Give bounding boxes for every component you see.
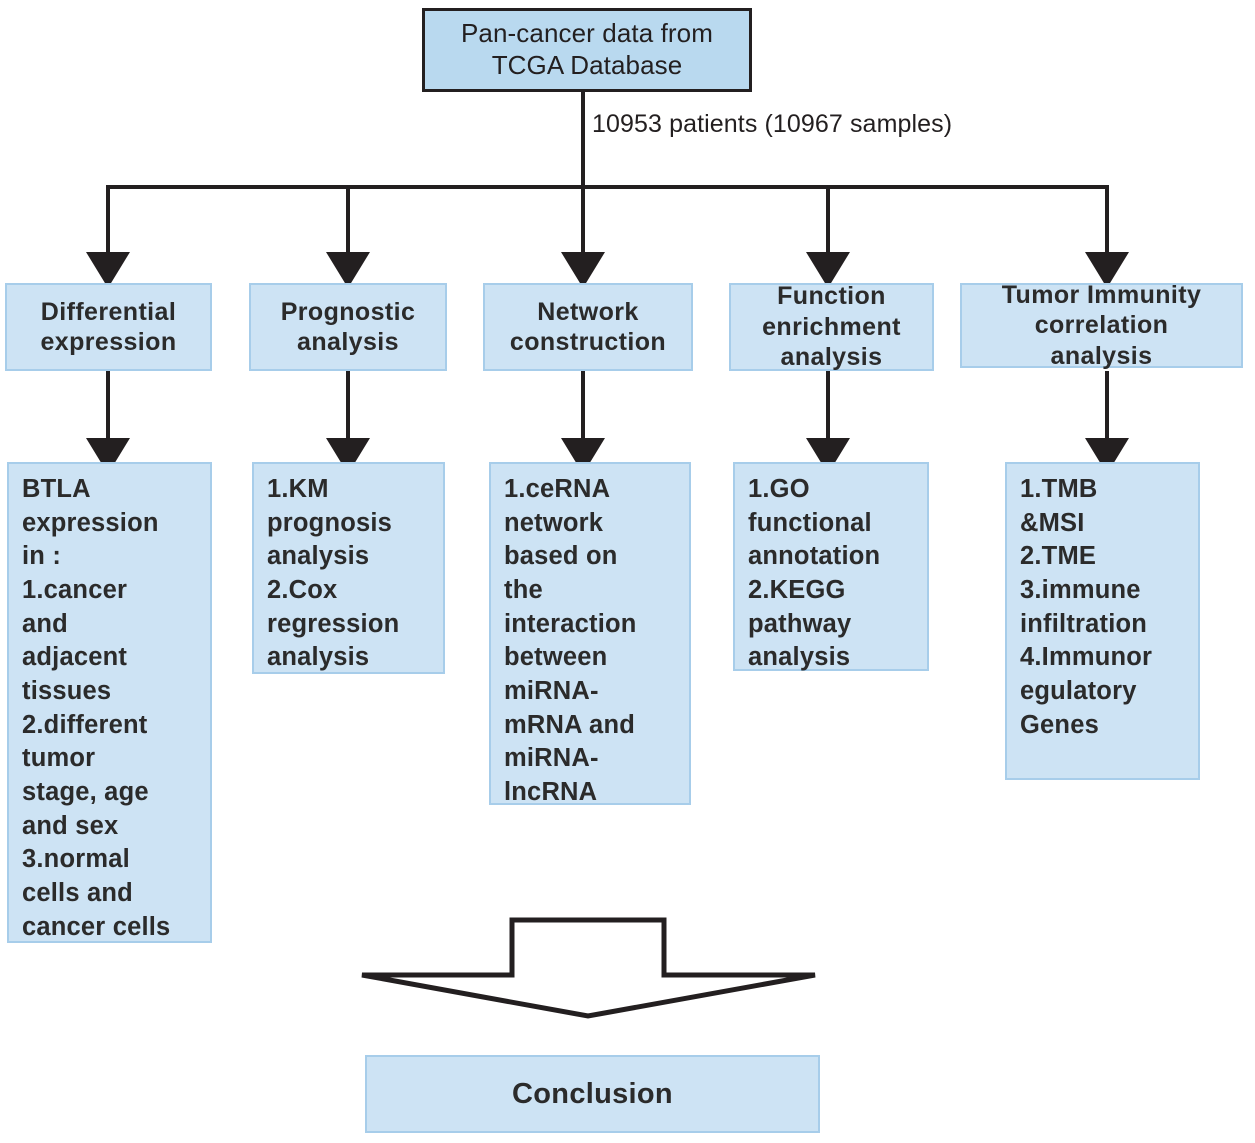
- category-label: Prognostic analysis: [280, 297, 416, 357]
- category-node-prognostic-analysis: Prognostic analysis: [249, 283, 447, 371]
- detail-label: BTLA expression in : 1.cancer and adjace…: [22, 475, 171, 941]
- conclusion-label: Conclusion: [512, 1077, 673, 1110]
- detail-node-network: 1.ceRNA network based on the interaction…: [489, 462, 691, 806]
- category-label: Network construction: [509, 297, 667, 357]
- detail-label: 1.ceRNA network based on the interaction…: [504, 475, 637, 806]
- detail-node-enrichment: 1.GO functional annotation 2.KEGG pathwa…: [733, 462, 929, 671]
- big-down-arrow-icon: [361, 917, 816, 1019]
- source-node-label: Pan-cancer data from TCGA Database: [460, 18, 713, 80]
- category-node-differential-expression: Differential expression: [5, 283, 212, 371]
- detail-node-prognostic: 1.KM prognosis analysis 2.Cox regression…: [252, 462, 445, 674]
- category-node-network-construction: Network construction: [483, 283, 693, 371]
- detail-label: 1.GO functional annotation 2.KEGG pathwa…: [748, 475, 881, 672]
- category-node-function-enrichment-analysis: Function enrichment analysis: [729, 282, 934, 372]
- edge-label-patient-count: 10953 patients (10967 samples): [592, 110, 953, 138]
- category-label: Tumor Immunity correlation analysis: [1001, 280, 1202, 370]
- detail-label: 1.KM prognosis analysis 2.Cox regression…: [267, 475, 400, 672]
- detail-node-btla-expression: BTLA expression in : 1.cancer and adjace…: [7, 462, 212, 943]
- category-node-tumor-immunity-correlation-analysis: Tumor Immunity correlation analysis: [960, 281, 1243, 370]
- source-node-tcga: Pan-cancer data from TCGA Database: [422, 8, 752, 92]
- detail-label: 1.TMB &MSI 2.TME 3.immune infiltration 4…: [1020, 475, 1153, 739]
- category-label: Function enrichment analysis: [762, 282, 901, 372]
- category-label: Differential expression: [40, 297, 177, 357]
- conclusion-node: Conclusion: [365, 1055, 820, 1133]
- detail-node-immunity: 1.TMB &MSI 2.TME 3.immune infiltration 4…: [1005, 462, 1200, 780]
